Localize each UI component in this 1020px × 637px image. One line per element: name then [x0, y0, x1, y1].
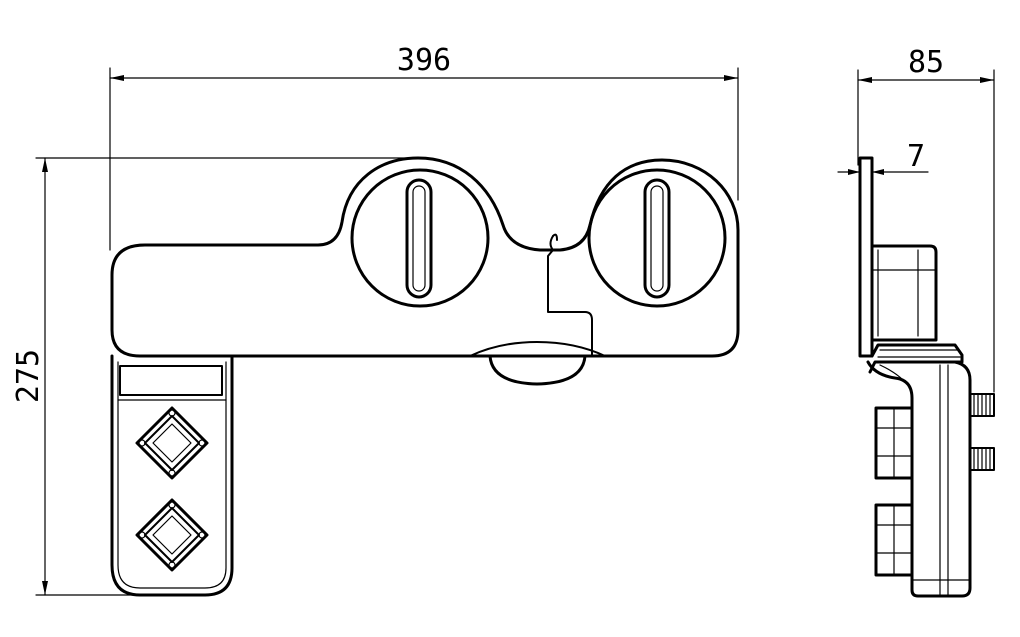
side-upper-fitting: [969, 393, 995, 417]
side-view: [858, 156, 995, 598]
lower-button: [135, 498, 209, 572]
side-upper-body: [870, 244, 938, 342]
control-arm-outline: [110, 354, 234, 597]
left-knob-slot-inner: [412, 185, 426, 292]
inlet-hook: [552, 233, 558, 241]
side-lower-fitting: [969, 447, 995, 471]
dimension-plate-thickness: 7: [837, 139, 929, 175]
dimension-depth-label: 85: [908, 45, 944, 80]
side-upper-button: [874, 406, 914, 480]
left-knob-slot: [405, 178, 433, 299]
side-lower-button: [874, 503, 914, 577]
right-knob-slot: [643, 178, 671, 299]
dimension-height-label: 275: [11, 349, 46, 403]
inlet-hose: [547, 235, 593, 357]
upper-button: [135, 406, 209, 480]
right-knob: [587, 168, 727, 308]
control-arm-panel: [119, 365, 223, 396]
front-view: [110, 156, 740, 597]
dimension-thickness-label: 7: [907, 139, 925, 174]
dimension-width-label: 396: [397, 43, 451, 78]
nozzle-bulge: [488, 354, 587, 386]
right-knob-slot-inner: [650, 185, 664, 292]
side-mounting-plate: [858, 156, 874, 358]
side-lower-body: [866, 360, 972, 598]
dimension-overall-width: 396: [109, 43, 739, 251]
left-knob: [350, 168, 490, 308]
control-arm-inner: [117, 361, 227, 589]
dimension-overall-height: 275: [11, 157, 421, 596]
dimension-side-depth: 85: [857, 45, 995, 393]
side-joint: [862, 343, 964, 374]
nozzle-bulge-seam: [469, 341, 606, 357]
